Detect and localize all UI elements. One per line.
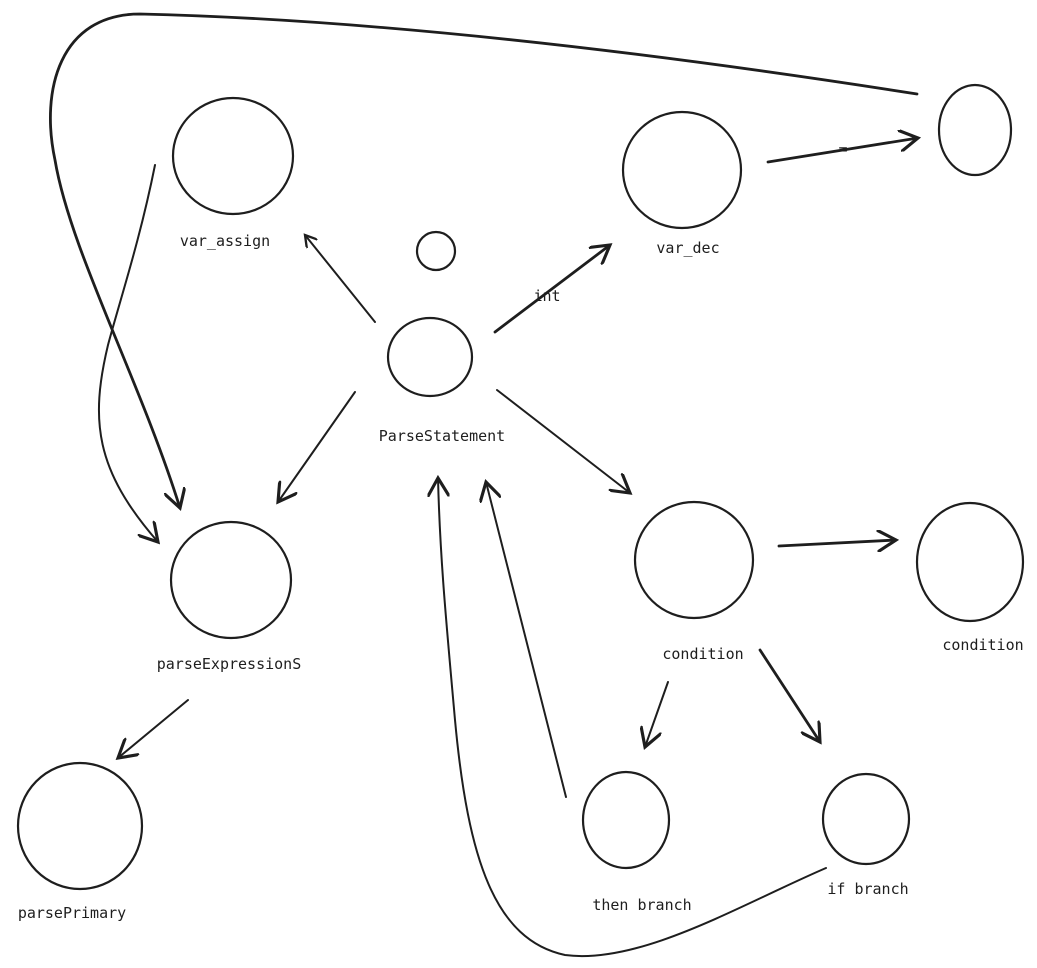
node-top-right[interactable] <box>937 83 1013 177</box>
edge-var-assign-to-expressions <box>97 164 158 542</box>
node-var-dec[interactable] <box>621 110 743 230</box>
node-if-branch[interactable] <box>821 772 911 866</box>
edge-statement-to-var-assign <box>305 235 376 323</box>
label-then-branch: then branch <box>592 896 691 914</box>
edge-statement-to-condition <box>496 389 630 493</box>
edge-top-right-to-expressions <box>49 12 919 508</box>
edge-then-to-statement <box>486 482 567 798</box>
edge-statement-to-var-dec <box>493 245 610 334</box>
edge-condition-to-condition <box>777 540 896 546</box>
label-condition-right: condition <box>942 636 1023 654</box>
node-parse-statement[interactable] <box>386 316 474 398</box>
node-small[interactable] <box>415 230 457 272</box>
node-parse-primary[interactable] <box>16 761 144 891</box>
edge-var-dec-to-top-right <box>766 138 918 164</box>
label-parse-primary: parsePrimary <box>18 904 126 922</box>
edge-condition-to-then <box>645 681 669 747</box>
edge-condition-to-if <box>758 648 820 742</box>
node-condition-main[interactable] <box>633 500 755 620</box>
node-condition-right[interactable] <box>915 501 1025 623</box>
edge-statement-to-expressions <box>278 391 356 502</box>
label-if-branch: if branch <box>827 880 908 898</box>
label-var-assign: var_assign <box>180 232 270 250</box>
edge-label-int: int <box>533 287 560 305</box>
node-parse-expressions[interactable] <box>169 520 293 640</box>
edge-label-equals: = <box>838 140 847 158</box>
node-then-branch[interactable] <box>581 770 671 870</box>
label-var-dec: var_dec <box>656 239 719 257</box>
label-parse-expressions: parseExpressionS <box>157 655 302 673</box>
label-condition-main: condition <box>662 645 743 663</box>
node-var-assign[interactable] <box>171 96 295 216</box>
label-parse-statement: ParseStatement <box>379 427 505 445</box>
edge-expressions-to-primary <box>118 699 189 758</box>
edge-if-to-statement <box>438 478 827 958</box>
